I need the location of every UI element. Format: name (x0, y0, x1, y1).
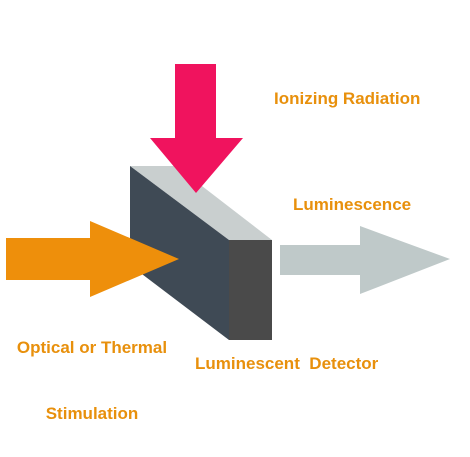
stimulation-arrow (6, 221, 179, 297)
luminescence-arrow (280, 226, 450, 294)
detector-front-face (130, 166, 229, 340)
radiation-arrow (150, 64, 243, 193)
detector-top-face (130, 166, 272, 240)
stimulation-label-line2: Stimulation (45, 404, 139, 423)
ionizing-radiation-label: Ionizing Radiation (274, 89, 421, 108)
stimulation-label: Optical or Thermal Stimulation (6, 293, 178, 457)
detector-side-face (229, 240, 272, 340)
stimulation-label-line1: Optical or Thermal (16, 338, 168, 357)
luminescence-label: Luminescence (293, 195, 412, 214)
detector-label: Luminescent Detector (195, 354, 379, 373)
